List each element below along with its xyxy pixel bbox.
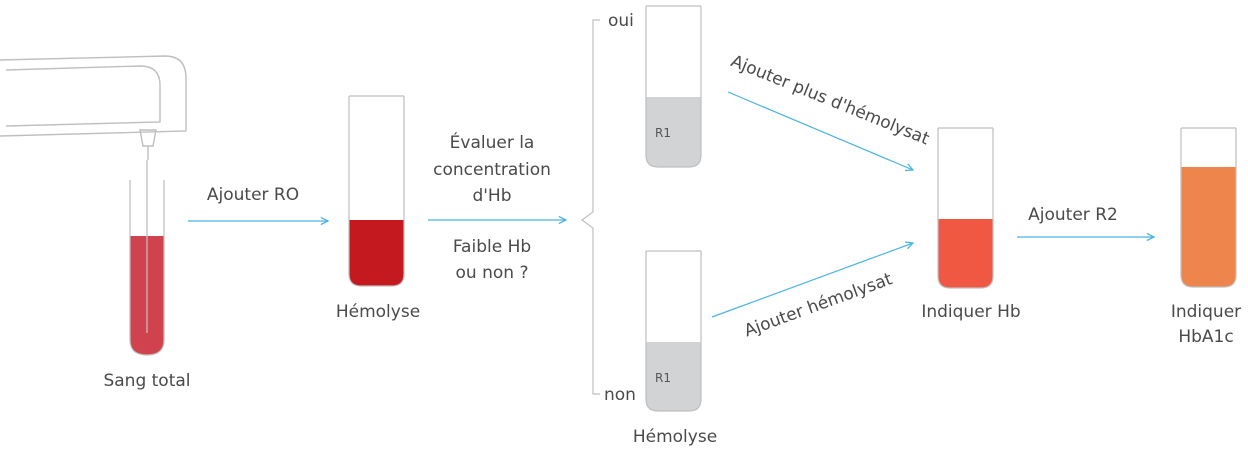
hemolysis-2-label: Hémolyse [633,427,717,447]
evaluate-line-2: concentration [433,160,551,180]
reagent-bottom-label: R1 [655,371,671,385]
add-more-hemolysate-arrow [727,91,913,170]
question-line-1: Faible Hb [453,237,531,257]
question-line-2: ou non ? [456,263,529,283]
whole-blood-tube [129,160,165,356]
add-r2-label: Ajouter R2 [1028,205,1118,225]
indicate-hba1c-line-1: Indiquer [1171,302,1241,322]
hemolysis-tube-1 [348,95,405,287]
evaluate-line-1: Évaluer la [450,131,535,153]
branch-no-label: non [604,385,636,405]
branch-bracket [580,19,600,395]
add-hemolysate-arrow [711,243,913,318]
reagent-tube-top [645,5,702,168]
reagent-top-label: R1 [655,126,671,140]
add-ro-label: Ajouter RO [207,185,299,205]
add-hemolysate-label: Ajouter hémolysat [742,269,896,341]
hba1c-tube [1180,127,1237,288]
whole-blood-label: Sang total [103,371,190,391]
indicate-hb-label: Indiquer Hb [921,302,1020,322]
evaluate-line-3: d'Hb [472,186,511,206]
indicate-hba1c-line-2: HbA1c [1178,327,1233,347]
reagent-tube-bottom [645,250,702,412]
branch-yes-label: oui [608,11,634,31]
hemolysis-1-label: Hémolyse [336,302,420,322]
hb-tube [937,127,994,289]
pipette-icon [0,55,187,160]
